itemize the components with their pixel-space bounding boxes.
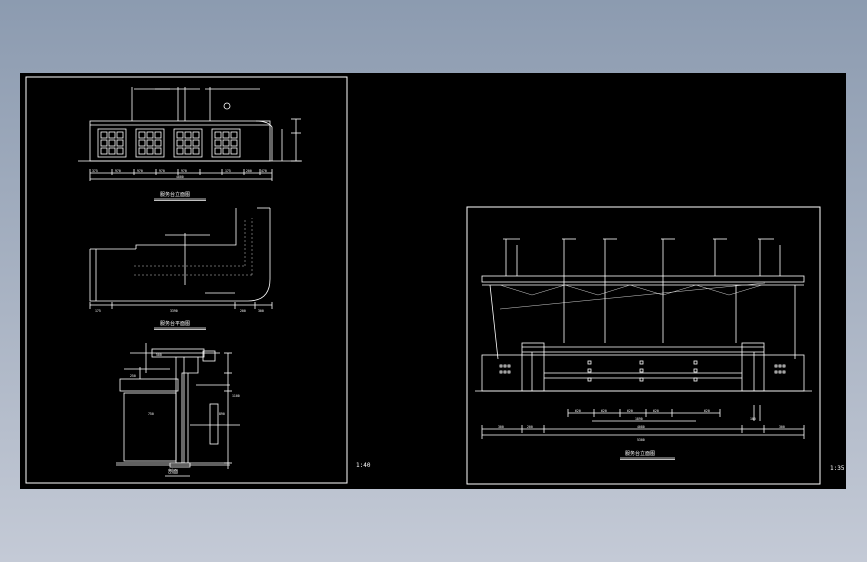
elev-dim-6: 200 [246, 169, 252, 173]
elev-dim-3: 970 [159, 169, 165, 173]
section-dim-2: 500 [156, 353, 162, 357]
elev-dim-1: 970 [115, 169, 121, 173]
section-dim-0: 750 [148, 412, 154, 416]
right-dim-top-2: 620 [627, 409, 633, 413]
right-dim-bottom-3: 300 [779, 425, 785, 429]
right-scale-label: 1:35 [830, 465, 845, 472]
right-sheet-frame [466, 206, 821, 485]
right-dim-top-1: 620 [601, 409, 607, 413]
right-sheet: 620 620 620 620 620 1890 300 200 4080 30… [466, 206, 845, 485]
left-plan-title: 服务台平面图 [160, 320, 190, 327]
right-dim-bottom-2: 4080 [637, 425, 645, 429]
section-dim-4: 1100 [232, 394, 240, 398]
section-dim-3: 890 [219, 412, 225, 416]
right-dim-total: 5300 [637, 438, 645, 442]
plan-dim-2: 200 [240, 309, 246, 313]
elev-dim-5: 175 [225, 169, 231, 173]
left-elevation: 375 970 970 970 970 175 200 470 4800 服务台… [78, 87, 302, 201]
right-dim-top-3: 620 [653, 409, 659, 413]
left-plan: 175 3390 200 300 服务台平面图 [89, 207, 273, 330]
plan-dim-3: 300 [258, 309, 264, 313]
right-dim-bottom-4: 100 [750, 417, 756, 421]
left-sheet-frame [25, 76, 348, 484]
left-section-title: 剖面 [168, 468, 178, 475]
elev-dim-0: 375 [92, 169, 98, 173]
right-dim-bottom-1: 200 [527, 425, 533, 429]
right-elevation: 620 620 620 620 620 1890 300 200 4080 30… [475, 238, 812, 460]
right-elevation-title: 服务台立面图 [625, 450, 655, 457]
elev-dim-total: 4800 [176, 175, 184, 179]
left-sheet: 375 970 970 970 970 175 200 470 4800 服务台… [25, 76, 371, 484]
cad-viewport[interactable]: 375 970 970 970 970 175 200 470 4800 服务台… [20, 73, 846, 489]
right-dim-bottom-0: 300 [498, 425, 504, 429]
plan-dim-0: 175 [95, 309, 101, 313]
elev-dim-2: 970 [137, 169, 143, 173]
right-dim-top-0: 620 [575, 409, 581, 413]
plan-dim-1: 3390 [170, 309, 178, 313]
left-scale-label: 1:40 [356, 462, 371, 469]
elev-dim-7: 470 [261, 169, 267, 173]
left-elevation-title: 服务台立面图 [160, 191, 190, 198]
cad-drawing: 375 970 970 970 970 175 200 470 4800 服务台… [25, 76, 845, 485]
left-section: 750 250 500 890 1100 剖面 [116, 343, 240, 477]
section-dim-1: 250 [130, 374, 136, 378]
right-dim-top-4: 620 [704, 409, 710, 413]
right-dim-mid: 1890 [635, 417, 643, 421]
elevation-panels [97, 128, 241, 158]
elev-dim-4: 970 [181, 169, 187, 173]
